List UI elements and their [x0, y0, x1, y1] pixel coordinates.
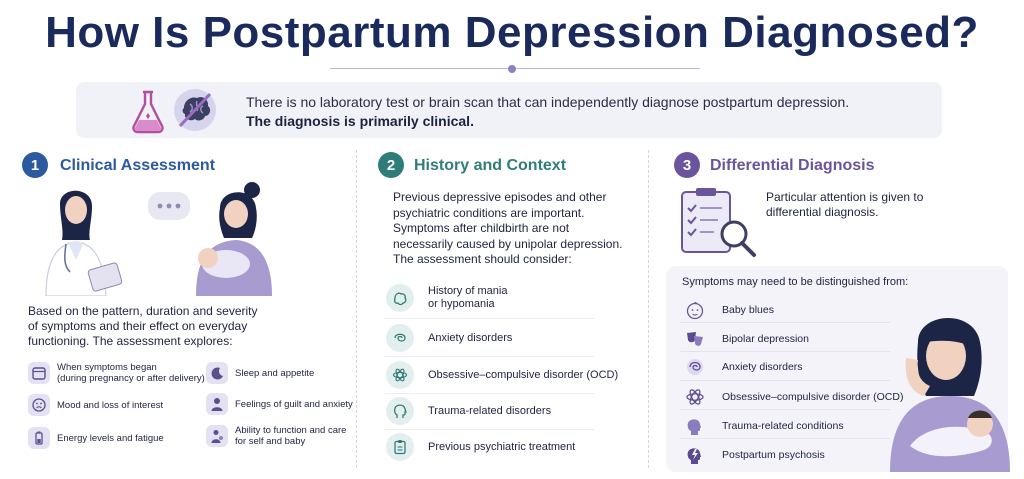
list-separator: [384, 393, 594, 394]
banner-text: There is no laboratory test or brain sca…: [246, 94, 850, 110]
item-label: Energy levels and fatigue: [57, 432, 164, 444]
description-line: Particular attention is given to: [766, 190, 924, 204]
column-divider: [648, 150, 649, 468]
assessment-item: Feelings of guilt and anxiety: [206, 393, 353, 415]
item-label: Obsessive–compulsive disorder (OCD): [722, 391, 904, 403]
item-sublabel: (during pregnancy or after delivery): [57, 373, 205, 384]
item-label: Trauma-related disorders: [428, 404, 552, 417]
flask-icon: [132, 90, 164, 134]
differential-item: Anxiety disorders: [684, 356, 803, 378]
section-number: 3: [674, 152, 700, 178]
mother-baby-icon: [206, 425, 228, 447]
doctor-and-mother-illustration: [45, 182, 272, 296]
section-number: 2: [378, 152, 404, 178]
item-label: Sleep and appetite: [235, 367, 315, 379]
differential-item: Postpartum psychosis: [684, 444, 825, 466]
item-label: Bipolar depression: [722, 333, 809, 345]
description-line: psychiatric conditions are important.: [393, 205, 585, 220]
distressed-mother-illustration: [890, 317, 1010, 472]
sad-face-icon: [28, 394, 50, 416]
assessment-item: When symptoms began(during pregnancy or …: [28, 362, 205, 384]
description-line: Symptoms after childbirth are not: [393, 221, 570, 236]
atom-icon: [684, 386, 706, 408]
differential-heading: Symptoms may need to be distinguished fr…: [682, 276, 909, 288]
list-separator: [680, 322, 890, 323]
lightning-head-icon: [684, 444, 706, 466]
item-label: Postpartum psychosis: [722, 449, 825, 461]
item-label: Trauma-related conditions: [722, 420, 844, 432]
brain-icon: [386, 284, 414, 312]
section-title: History and Context: [414, 157, 567, 174]
list-separator: [680, 380, 890, 381]
history-item: Previous psychiatric treatment: [386, 433, 575, 461]
item-label: Anxiety disorders: [722, 361, 803, 373]
item-label: Previous psychiatric treatment: [428, 440, 576, 453]
banner-emphasis: The diagnosis is primarily clinical.: [246, 113, 474, 129]
clipboard-icon: [386, 433, 414, 461]
description-line: of symptoms and their effect on everyday: [28, 319, 248, 333]
list-separator: [680, 409, 890, 410]
moon-icon: [206, 362, 228, 384]
masks-icon: [684, 328, 706, 350]
list-separator: [680, 438, 890, 439]
head-icon: [684, 415, 706, 437]
tangle-icon: [386, 324, 414, 352]
baby-face-icon: [684, 299, 706, 321]
history-item: Obsessive–compulsive disorder (OCD): [386, 361, 618, 389]
description-line: differential diagnosis.: [766, 205, 879, 219]
item-label: Mood and loss of interest: [57, 399, 164, 411]
description-line: Based on the pattern, duration and sever…: [28, 304, 258, 318]
section-number: 1: [22, 152, 48, 178]
item-sublabel: for self and baby: [235, 436, 306, 447]
calendar-icon: [28, 362, 50, 384]
differential-item: Baby blues: [684, 299, 774, 321]
description-line: functioning. The assessment explores:: [28, 334, 233, 348]
item-label: When symptoms began: [57, 362, 157, 373]
assessment-item: Energy levels and fatigue: [28, 427, 164, 449]
item-label: Baby blues: [722, 304, 774, 316]
description-line: necessarily caused by unipolar depressio…: [393, 236, 623, 251]
item-label: History of mania: [428, 285, 508, 297]
description-line: The assessment should consider:: [393, 252, 572, 267]
description-line: Previous depressive episodes and other: [393, 190, 607, 204]
differential-item: Bipolar depression: [684, 328, 809, 350]
list-separator: [384, 318, 594, 319]
assessment-item: Mood and loss of interest: [28, 394, 163, 416]
checklist-magnifier-icon: [681, 188, 756, 257]
intro-banner: There is no laboratory test or brain sca…: [76, 82, 942, 138]
history-item: Anxiety disorders: [386, 324, 512, 352]
section-description: Particular attention is given to differe…: [766, 190, 923, 220]
section-title: Differential Diagnosis: [710, 157, 875, 174]
item-label: Anxiety disorders: [428, 331, 513, 344]
section-title: Clinical Assessment: [60, 157, 216, 174]
column-divider: [356, 150, 357, 468]
person-icon: [206, 393, 228, 415]
battery-icon: [28, 427, 50, 449]
differential-item: Obsessive–compulsive disorder (OCD): [684, 386, 903, 408]
list-separator: [680, 351, 890, 352]
list-separator: [384, 429, 594, 430]
history-item: Trauma-related disorders: [386, 397, 551, 425]
item-label: Feelings of guilt and anxiety: [235, 398, 353, 410]
item-label: Ability to function and care: [235, 425, 347, 436]
page-title: How Is Postpartum Depression Diagnosed?: [45, 8, 979, 57]
atom-icon: [386, 361, 414, 389]
no-brain-scan-icon: [174, 89, 216, 131]
head-icon: [386, 397, 414, 425]
item-label: Obsessive–compulsive disorder (OCD): [428, 368, 619, 381]
differential-item: Trauma-related conditions: [684, 415, 844, 437]
title-divider-dot: [508, 65, 516, 73]
assessment-item: Sleep and appetite: [206, 362, 314, 384]
tangle-icon: [684, 356, 706, 378]
item-sublabel: or hypomania: [428, 298, 495, 310]
list-separator: [384, 356, 594, 357]
section-description: Previous depressive episodes and other p…: [393, 190, 622, 268]
section-description: Based on the pattern, duration and sever…: [28, 304, 257, 349]
